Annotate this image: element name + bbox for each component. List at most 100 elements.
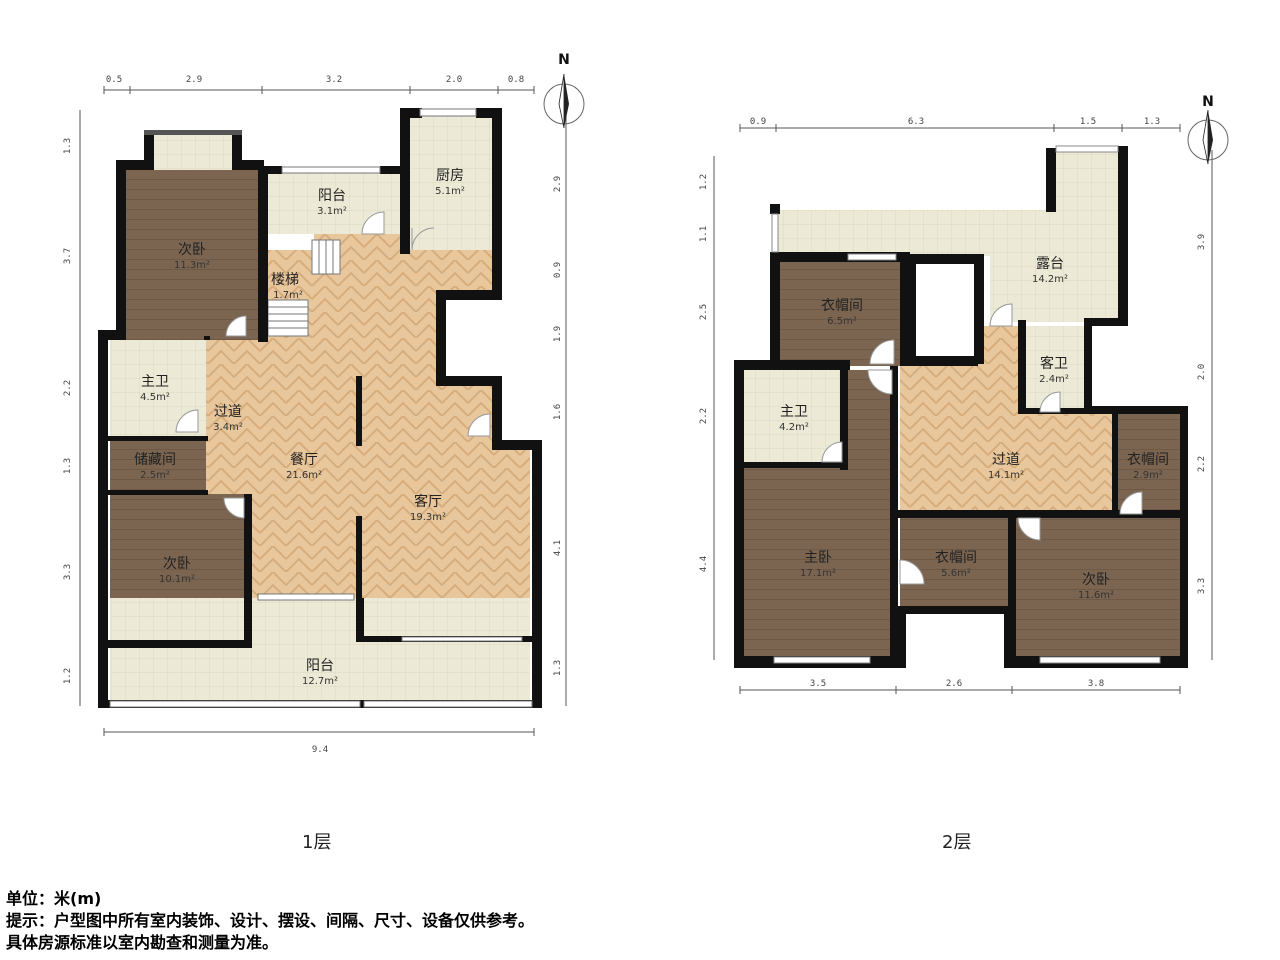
compass-icon: N [543, 52, 585, 129]
room-area: 3.4m² [213, 422, 243, 433]
floor1-room-storage [110, 436, 206, 494]
tip-note: 提示：户型图中所有室内装饰、设计、摆设、间隔、尺寸、设备仅供参考。 [6, 911, 535, 930]
room-name: 次卧 [163, 556, 191, 572]
room-area: 2.9m² [1133, 470, 1163, 481]
unit-note: 单位：米(m) [6, 889, 102, 908]
room-area: 19.3m² [410, 512, 446, 523]
room-area: 14.1m² [988, 470, 1024, 481]
room-name: 次卧 [1082, 572, 1110, 588]
f2-bottom-dim: 3.8 [1088, 679, 1104, 689]
room-name: 主卫 [141, 374, 169, 390]
f1-right-dim: 4.1 [553, 540, 563, 556]
floor2-room-terrace [778, 152, 1124, 322]
floor2-room-closet-b [1116, 412, 1180, 514]
floor2-dimension-lines [713, 124, 1213, 694]
f1-top-dim: 0.5 [106, 75, 122, 85]
room-name: 主卫 [780, 404, 808, 420]
room-area: 3.1m² [317, 206, 347, 217]
floor2-room-bed-second [1014, 514, 1180, 660]
f2-bottom-dim: 2.6 [946, 679, 962, 689]
f2-left-dim: 4.4 [699, 556, 709, 572]
f2-top-dim: 1.3 [1144, 117, 1160, 127]
f1-top-dim: 3.2 [326, 75, 342, 85]
f1-right-dim: 1.6 [553, 404, 563, 420]
room-name: 餐厅 [290, 452, 318, 468]
f1-left-dim: 1.3 [63, 138, 73, 154]
room-area: 2.5m² [140, 470, 170, 481]
room-name: 主卧 [804, 550, 832, 566]
room-area: 12.7m² [302, 676, 338, 687]
compass-icon: N [1187, 94, 1229, 165]
floor2-room-closet-c [900, 514, 1014, 610]
f1-left-dim: 1.2 [63, 668, 73, 684]
f1-right-dim: 2.9 [553, 176, 563, 192]
floor1-plan [79, 86, 567, 736]
floor1-dimension-lines [79, 86, 567, 736]
f1-top-dim: 0.8 [508, 75, 524, 85]
floor2-windows [771, 145, 1161, 664]
f1-right-dim: 1.9 [553, 326, 563, 342]
room-name: 客厅 [414, 493, 442, 510]
room-area: 2.4m² [1039, 374, 1069, 385]
f2-top-dim: 6.3 [908, 117, 924, 127]
f2-left-dim: 1.1 [699, 226, 709, 242]
floor2-labels: 0.9 6.3 1.5 1.3 1.2 1.1 2.5 2.2 4.4 3.9 … [699, 117, 1207, 689]
f2-left-dim: 1.2 [699, 174, 709, 190]
f2-top-dim: 1.5 [1080, 117, 1096, 127]
room-name: 厨房 [436, 168, 464, 184]
f2-top-dim: 0.9 [750, 117, 766, 127]
room-name: 储藏间 [134, 452, 176, 468]
room-name: 过道 [992, 452, 1020, 468]
room-area: 5.6m² [941, 568, 971, 579]
floor2-doors [821, 303, 1143, 585]
room-area: 5.1m² [435, 186, 465, 197]
f2-bottom-dim: 3.5 [810, 679, 826, 689]
floor1-label: 1层 [302, 832, 332, 853]
room-name: 衣帽间 [1127, 452, 1169, 468]
room-area: 4.5m² [140, 392, 170, 403]
room-name: 露台 [1036, 256, 1064, 272]
room-area: 11.3m² [174, 260, 210, 271]
standard-note: 具体房源标准以室内勘查和测量为准。 [6, 933, 279, 952]
f2-left-dim: 2.5 [699, 304, 709, 320]
f1-left-dim: 1.3 [63, 458, 73, 474]
room-name: 客卫 [1040, 355, 1068, 372]
notes-block: 单位：米(m) 提示：户型图中所有室内装饰、设计、摆设、间隔、尺寸、设备仅供参考… [6, 888, 534, 954]
room-name: 次卧 [178, 242, 206, 258]
f1-left-dim: 2.2 [63, 380, 73, 396]
room-area: 21.6m² [286, 470, 322, 481]
floor1-stair-treads [267, 239, 341, 337]
f1-right-dim: 1.3 [553, 660, 563, 676]
f2-right-dim: 3.3 [1197, 578, 1207, 594]
room-name: 阳台 [306, 658, 334, 674]
floor1-room-bed-second-a [122, 168, 262, 340]
f2-right-dim: 2.2 [1197, 456, 1207, 472]
floor2-plan [713, 124, 1213, 694]
room-area: 4.2m² [779, 422, 809, 433]
room-name: 衣帽间 [935, 550, 977, 566]
f2-left-dim: 2.2 [699, 408, 709, 424]
floor1-windows [109, 108, 533, 708]
floor1-room-balcony-s [110, 598, 530, 702]
room-name: 过道 [214, 404, 242, 420]
floor1-labels: 0.5 2.9 3.2 2.0 0.8 1.3 3.7 2.2 1.3 3.3 … [63, 75, 563, 755]
room-name: 阳台 [318, 188, 346, 204]
f1-right-dim: 0.9 [553, 262, 563, 278]
floor2-room-master-bed [744, 370, 894, 660]
room-area: 14.2m² [1032, 274, 1068, 285]
room-area: 1.7m² [273, 290, 303, 301]
f1-bottom-dim: 9.4 [312, 745, 328, 755]
f1-top-dim: 2.0 [446, 75, 462, 85]
room-area: 10.1m² [159, 574, 195, 585]
room-area: 6.5m² [827, 316, 857, 327]
f1-left-dim: 3.7 [63, 248, 73, 264]
room-area: 11.6m² [1078, 590, 1114, 601]
f2-right-dim: 3.9 [1197, 234, 1207, 250]
floor1-doors [175, 211, 491, 519]
f2-right-dim: 2.0 [1197, 364, 1207, 380]
f1-left-dim: 3.3 [63, 564, 73, 580]
room-name: 楼梯 [271, 272, 299, 288]
room-area: 17.1m² [800, 568, 836, 579]
compass-label: N [1202, 94, 1214, 110]
